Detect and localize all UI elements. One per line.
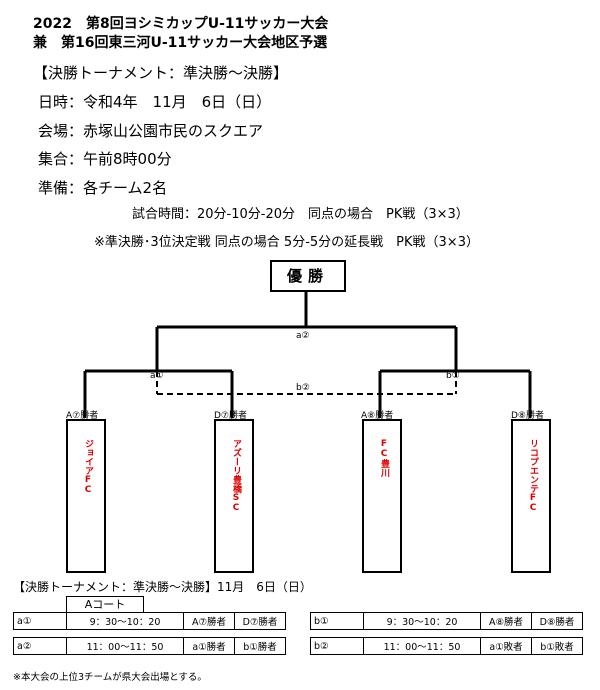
match-time: 11：00～11：50 [66, 637, 184, 655]
gather-line: 集合：午前8時00分 [38, 150, 172, 168]
match-id: b① [310, 612, 364, 630]
slot-label: D⑧勝者 [511, 411, 544, 421]
team-box: FC豊川 [362, 419, 402, 573]
schedule-table-left-2: a② 11：00～11：50 a①勝者 b①勝者 [13, 637, 286, 655]
schedule-heading: 【決勝トーナメント：準決勝～決勝】11月 6日（日） [13, 580, 312, 594]
team-name: FC豊川 [379, 439, 389, 477]
match-id: a② [13, 637, 67, 655]
title-line-1: 2022 第8回ヨシミカップU-11サッカー大会 [33, 16, 329, 32]
match-time: 9：30～10：20 [66, 612, 184, 630]
match-time: 11：00～11：50 [363, 637, 481, 655]
table-row: a② 11：00～11：50 a①勝者 b①勝者 [13, 637, 286, 655]
winner-box: 優勝 [270, 260, 346, 292]
table-row: b① 9：30～10：20 A⑧勝者 D⑧勝者 [310, 612, 583, 630]
match-time-line: 試合時間：20分-10分-20分 同点の場合 PK戦（3×3） [132, 207, 469, 222]
home-team: a①勝者 [183, 637, 235, 655]
away-team: b①敗者 [531, 637, 583, 655]
semi-left-label: a① [150, 371, 164, 381]
match-id: b② [310, 637, 364, 655]
home-team: a①敗者 [480, 637, 532, 655]
slot-label: A⑦勝者 [66, 411, 99, 421]
semi-note-line: ※準決勝･3位決定戦 同点の場合 5分-5分の延長戦 PK戦（3×3） [94, 235, 479, 250]
team-name: リコプエンテFC [528, 439, 538, 513]
team-name: ジョイアFC [83, 439, 93, 495]
court-label: Aコート [66, 596, 144, 612]
schedule-table-left: a① 9：30～10：20 A⑦勝者 D⑦勝者 [13, 612, 286, 630]
slot-label: A⑧勝者 [361, 411, 394, 421]
table-row: a① 9：30～10：20 A⑦勝者 D⑦勝者 [13, 612, 286, 630]
third-place-label: b② [296, 383, 310, 393]
venue-line: 会場：赤塚山公園市民のスクエア [38, 122, 264, 140]
away-team: D⑦勝者 [234, 612, 286, 630]
table-row: b② 11：00～11：50 a①敗者 b①敗者 [310, 637, 583, 655]
schedule-table-right: b① 9：30～10：20 A⑧勝者 D⑧勝者 [310, 612, 583, 630]
match-time: 9：30～10：20 [363, 612, 481, 630]
away-team: D⑧勝者 [531, 612, 583, 630]
team-box: アズーリ豊橋SC [214, 419, 254, 573]
away-team: b①勝者 [234, 637, 286, 655]
semi-right-label: b① [446, 371, 460, 381]
footnote: ※本大会の上位3チームが県大会出場とする。 [13, 672, 207, 683]
home-team: A⑧勝者 [480, 612, 532, 630]
slot-label: D⑦勝者 [214, 411, 247, 421]
home-team: A⑦勝者 [183, 612, 235, 630]
team-name: アズーリ豊橋SC [231, 439, 241, 513]
final-match-label: a② [296, 331, 310, 341]
team-box: リコプエンテFC [511, 419, 551, 573]
schedule-table-right-2: b② 11：00～11：50 a①敗者 b①敗者 [310, 637, 583, 655]
match-id: a① [13, 612, 67, 630]
tournament-heading: 【決勝トーナメント：準決勝～決勝】 [33, 64, 289, 82]
title-line-2: 兼 第16回東三河U-11サッカー大会地区予選 [33, 35, 328, 51]
prep-line: 準備：各チーム2名 [38, 179, 168, 197]
date-line: 日時：令和4年 11月 6日（日） [38, 93, 272, 111]
team-box: ジョイアFC [66, 419, 106, 573]
